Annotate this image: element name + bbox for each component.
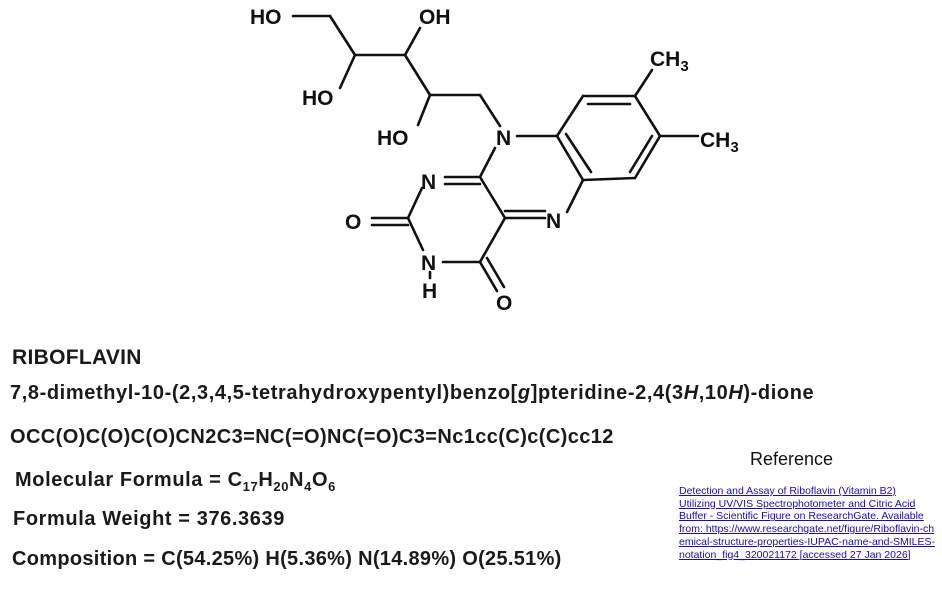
atom-ho-top-left: HO	[250, 6, 282, 29]
iupac-part: ]pteridine-2,4(3	[530, 382, 684, 404]
reference-url[interactable]: https://www.researchgate.net/figure/Ribo…	[679, 523, 935, 561]
formula-element: H	[258, 469, 274, 491]
iupac-part: 7,8-dimethyl-10-(2,3,4,5-tetrahydroxypen…	[10, 382, 518, 404]
bond	[565, 178, 585, 214]
atom-oh-top: OH	[419, 6, 451, 29]
bond	[564, 132, 593, 174]
formula-count: 17	[242, 479, 259, 494]
atom-n10: N	[496, 127, 511, 150]
bond	[633, 134, 662, 180]
bond	[478, 216, 507, 264]
atom-ho-lower: HO	[377, 127, 409, 150]
atom-ch3-right: CH3	[700, 129, 739, 156]
bond	[478, 146, 497, 179]
atom-h: H	[422, 280, 437, 303]
bond	[338, 53, 357, 90]
riboflavin-structure: HO OH HO HO N N N N H O O CH3 CH3	[250, 6, 739, 315]
bond	[485, 256, 506, 289]
bond	[478, 93, 502, 128]
atom-o-bottom: O	[496, 292, 512, 315]
compound-name: RIBOFLAVIN	[12, 346, 142, 369]
atom-ch3-top: CH3	[650, 48, 689, 75]
reference-title: Reference	[750, 449, 834, 469]
iupac-part: g	[517, 382, 531, 404]
atom-o-left: O	[345, 211, 361, 234]
bond	[403, 26, 422, 57]
formula-element: N	[289, 469, 305, 491]
iupac-part: H	[728, 382, 744, 404]
bond	[406, 186, 424, 220]
iupac-part: )-dione	[743, 382, 815, 404]
formula-count: 4	[304, 479, 312, 494]
atom-n5: N	[546, 210, 561, 233]
formula-label: Molecular Formula =	[15, 469, 228, 491]
reference-citation[interactable]: Detection and Assay of Riboflavin (Vitam…	[679, 485, 924, 536]
reference-link[interactable]: Detection and Assay of Riboflavin (Vitam…	[679, 485, 935, 561]
molecular-formula: Molecular Formula = C17H20N4O6	[15, 469, 336, 494]
bond	[406, 216, 425, 252]
bond	[478, 175, 507, 220]
formula-weight: Formula Weight = 376.3639	[13, 508, 285, 530]
bonds	[291, 14, 700, 293]
formula-count: 20	[273, 479, 290, 494]
bond	[633, 68, 654, 98]
smiles-string: OCC(O)C(O)C(O)CN2C3=NC(=O)NC(=O)C3=Nc1cc…	[10, 426, 614, 448]
atom-n1: N	[421, 171, 436, 194]
formula-element: C	[227, 469, 243, 491]
iupac-name: 7,8-dimethyl-10-(2,3,4,5-tetrahydroxypen…	[10, 382, 814, 405]
atom-ho-mid-left: HO	[302, 87, 334, 110]
bond	[555, 94, 585, 138]
formula-element: O	[311, 469, 329, 491]
formula-count: 6	[328, 479, 336, 494]
bond	[628, 134, 654, 174]
iupac-part: ,10	[698, 382, 729, 404]
bond	[633, 94, 662, 138]
iupac-part: H	[683, 382, 699, 404]
bond	[478, 260, 499, 293]
bond	[328, 14, 357, 57]
bond	[416, 93, 432, 127]
composition: Composition = C(54.25%) H(5.36%) N(14.89…	[12, 548, 562, 570]
bond	[403, 53, 432, 97]
bond	[581, 176, 637, 182]
bond	[555, 134, 585, 182]
atom-nh: N	[421, 252, 436, 275]
